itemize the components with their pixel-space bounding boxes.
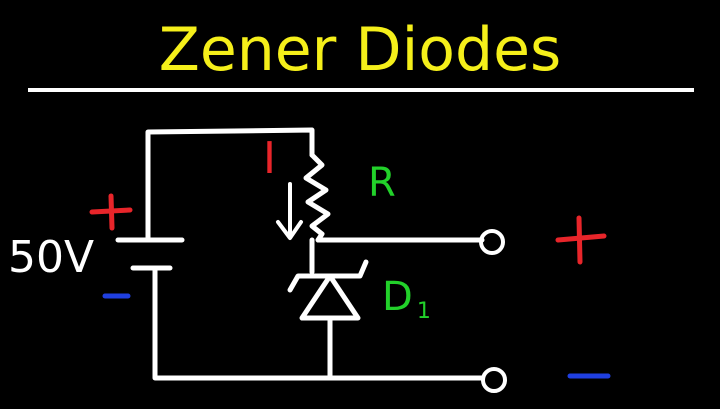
current-indicator: I [263,133,303,240]
page-title: Zener Diodes [159,15,562,85]
battery-symbol [115,237,185,271]
current-label: I [263,133,276,184]
zener-bar [287,259,369,293]
circuit-wires [145,127,485,381]
resistor-label: R [368,160,396,206]
source-voltage-label: 50V [8,232,94,283]
output-plus-icon [555,215,607,265]
arrow-down-icon [276,220,303,240]
zener-diode-symbol [287,259,369,321]
diode-triangle [299,273,361,321]
output-terminal-negative [481,367,507,393]
output-terminal-positive [479,229,505,255]
bottom-wire [152,267,485,381]
resistor-symbol [303,152,333,243]
top-wire [145,127,315,243]
plus-icon [89,193,133,231]
